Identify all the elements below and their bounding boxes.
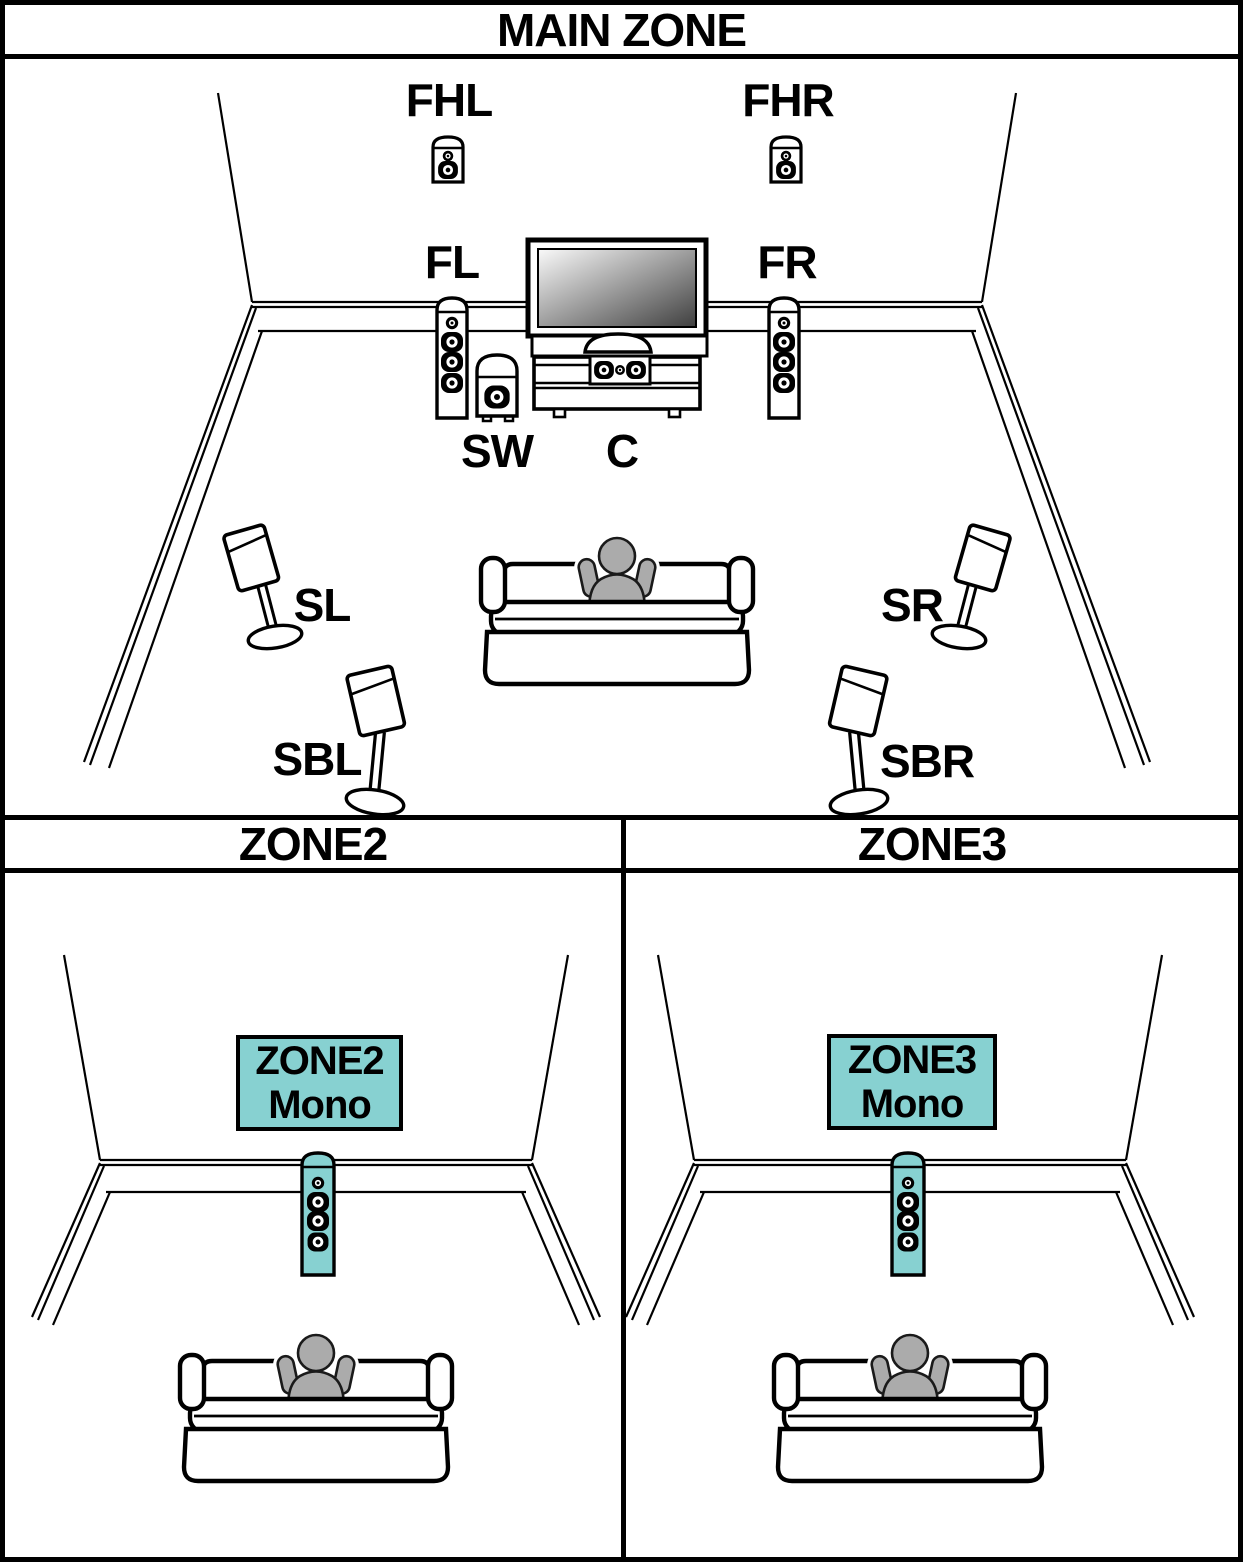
diagram-canvas	[30, 92, 1196, 1557]
zone2-mono-badge: ZONE2 Mono	[236, 1035, 403, 1131]
label-sr: SR	[881, 579, 944, 631]
zone2-badge-line1: ZONE2	[255, 1039, 384, 1083]
zone2-badge-line2: Mono	[268, 1083, 372, 1127]
label-sbr: SBR	[879, 735, 975, 787]
zone3-badge-line1: ZONE3	[847, 1038, 977, 1082]
label-fhl: FHL	[405, 74, 493, 126]
speaker-fhr	[771, 137, 801, 182]
subwoofer-sw	[477, 355, 517, 421]
label-sl: SL	[293, 579, 352, 631]
zone3-sofa	[774, 1335, 1046, 1481]
zone3-badge-line2: Mono	[860, 1082, 965, 1126]
label-c: C	[605, 425, 639, 477]
center-speaker-c	[588, 354, 652, 386]
label-fhr: FHR	[742, 74, 835, 126]
label-sw: SW	[460, 425, 534, 477]
tv-and-stand	[525, 237, 709, 419]
main-zone-sofa	[481, 538, 753, 684]
speaker-fhl	[433, 137, 463, 182]
main-zone-header: MAIN ZONE	[5, 5, 1238, 59]
speaker-fr	[769, 298, 799, 418]
zone3-title: ZONE3	[857, 818, 1007, 870]
zone3-mono-speaker	[892, 1153, 924, 1275]
zone2-mono-speaker	[302, 1153, 334, 1275]
zone2-sofa	[180, 1335, 452, 1481]
label-sbl: SBL	[272, 733, 363, 785]
main-zone-title: MAIN ZONE	[496, 3, 747, 56]
speaker-sl	[223, 524, 303, 652]
zone2-title: ZONE2	[238, 818, 388, 870]
zone-band-top-divider	[5, 815, 1238, 820]
speaker-fl	[437, 298, 467, 418]
zone2-header: ZONE2	[5, 818, 621, 870]
label-fl: FL	[424, 236, 480, 288]
zone-vertical-divider	[621, 820, 626, 1557]
label-fr: FR	[757, 236, 817, 288]
zone3-mono-badge: ZONE3 Mono	[827, 1034, 997, 1130]
zone3-header: ZONE3	[626, 818, 1238, 870]
